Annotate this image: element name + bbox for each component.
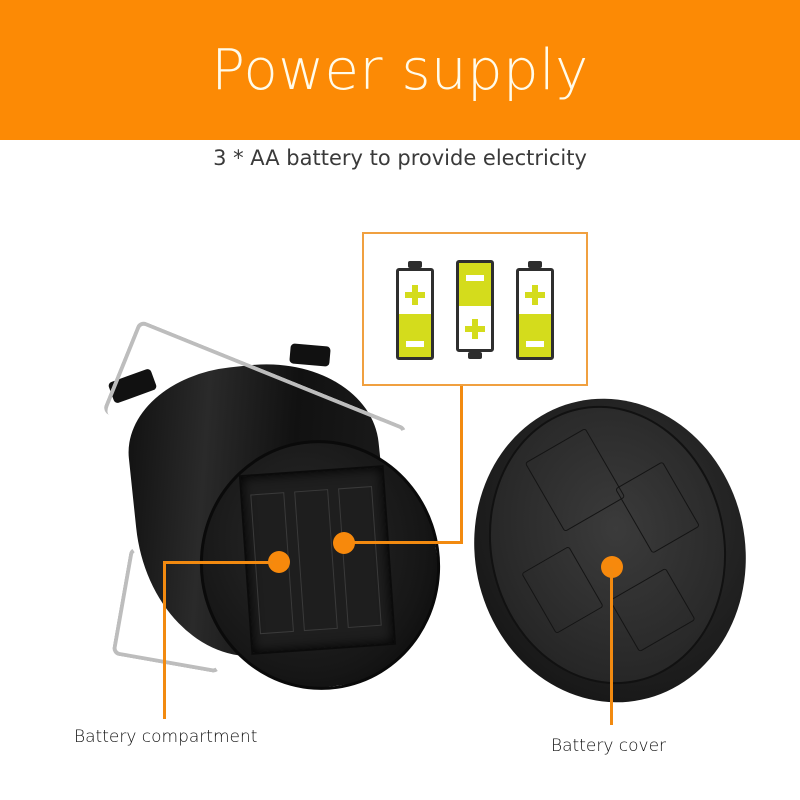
- battery-orientation-diagram: [362, 232, 588, 386]
- battery-terminal: [528, 261, 542, 268]
- battery-compartment: [238, 465, 397, 655]
- handle-mount: [289, 343, 331, 367]
- minus-icon: [526, 341, 544, 347]
- minus-icon: [466, 275, 484, 281]
- callout-line: [460, 386, 463, 544]
- callout-line: [163, 561, 166, 719]
- callout-line: [610, 567, 613, 725]
- plus-icon: [465, 319, 485, 339]
- battery-terminal: [408, 261, 422, 268]
- battery-compartment-label: Battery compartment: [74, 727, 258, 747]
- plus-icon: [525, 285, 545, 305]
- plus-icon: [405, 285, 425, 305]
- callout-line: [163, 561, 273, 564]
- callout-line: [352, 541, 463, 544]
- battery-icon: [396, 268, 434, 360]
- minus-icon: [406, 341, 424, 347]
- subtitle: 3 * AA battery to provide electricity: [213, 146, 587, 170]
- banner-title: Power supply: [211, 37, 589, 103]
- callout-dot: [268, 551, 290, 573]
- battery-cover-label: Battery cover: [551, 736, 667, 756]
- callout-dot: [333, 532, 355, 554]
- battery-terminal: [468, 352, 482, 359]
- header-banner: Power supply: [0, 0, 800, 140]
- battery-icon: [516, 268, 554, 360]
- battery-icon: [456, 260, 494, 352]
